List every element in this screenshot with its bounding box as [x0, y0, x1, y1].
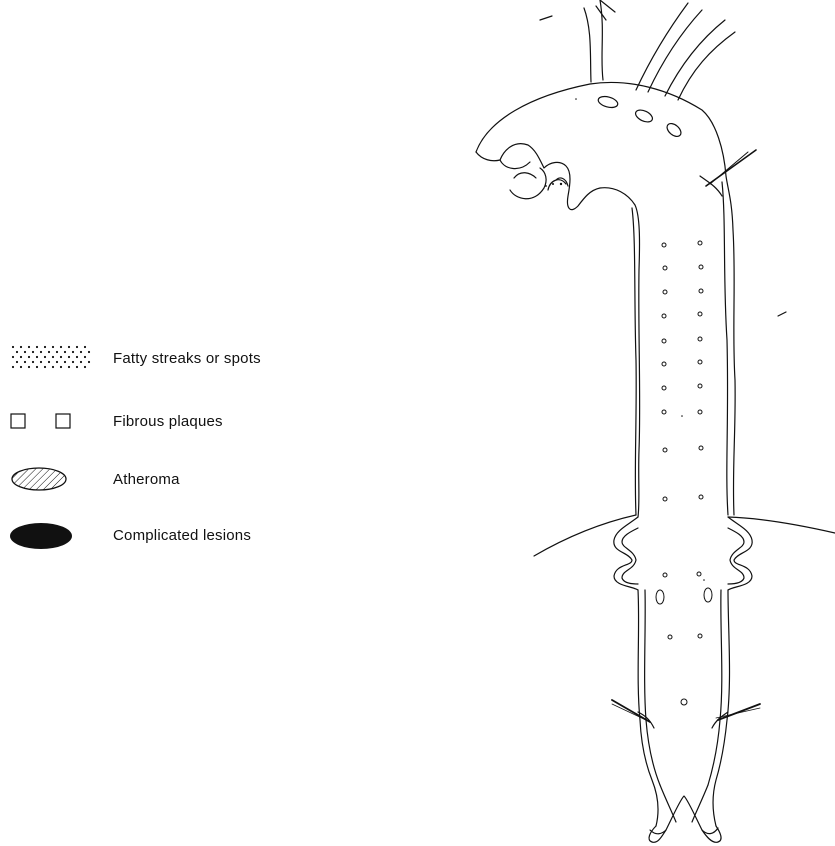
abdominal-wall-right [708, 590, 722, 785]
diaphragm [728, 517, 835, 533]
iliac-bifurcation [692, 785, 708, 822]
ligature [612, 700, 650, 722]
renal-loop-right [728, 517, 752, 590]
branch-vessel [665, 20, 725, 96]
aortic-arch-outer [476, 82, 735, 515]
ostium [665, 121, 684, 139]
ostium [662, 243, 666, 247]
ligature [700, 176, 722, 196]
abdominal-wall-left [638, 590, 658, 826]
ostium [698, 337, 702, 341]
valve-cusp [514, 173, 536, 178]
stipple-pattern-icon [10, 343, 94, 377]
valve-cusp [548, 180, 566, 190]
ostium [663, 497, 667, 501]
legend-label-fibrous-plaques: Fibrous plaques [113, 413, 223, 430]
renal-ostium [704, 588, 712, 602]
branch-vessel [678, 32, 735, 100]
rib-line [540, 16, 552, 20]
hatched-ellipse-icon [10, 466, 74, 492]
ostium [698, 384, 702, 388]
rib-line [778, 312, 786, 316]
ostium [662, 410, 666, 414]
renal-ostium [656, 590, 664, 604]
ostium [663, 290, 667, 294]
ostium [699, 289, 703, 293]
ostium [662, 314, 666, 318]
ostium [662, 386, 666, 390]
ostium [663, 448, 667, 452]
open-square-icon [10, 412, 94, 432]
iliac-bifurcation [660, 785, 676, 822]
aortic-wall-inner-line [632, 208, 636, 515]
diaphragm [534, 515, 636, 556]
aortic-wall-inner-line [722, 182, 728, 515]
ostium [597, 95, 619, 110]
ostium [698, 312, 702, 316]
ligature [718, 704, 760, 720]
legend-label-atheroma: Atheroma [113, 471, 180, 488]
ostium [698, 241, 702, 245]
valve-cusp [510, 168, 546, 199]
renal-loop-left [622, 528, 638, 584]
ostium [699, 446, 703, 450]
legend: Fatty streaks or spots Fibrous plaques A… [0, 0, 340, 846]
valve-cusp [500, 160, 530, 169]
ostium [662, 362, 666, 366]
branch-vessel [636, 3, 688, 90]
ostium [634, 108, 655, 125]
aortic-root [476, 144, 640, 517]
ostium [681, 699, 687, 705]
renal-loop-right [728, 528, 744, 584]
ostium [698, 360, 702, 364]
branch-vessel [584, 8, 591, 82]
ostium [697, 572, 701, 576]
valve-cusp [556, 178, 568, 186]
ostium [662, 339, 666, 343]
aorta-illustration [440, 0, 835, 846]
ostium [699, 265, 703, 269]
ligature [612, 704, 646, 720]
ostium [699, 495, 703, 499]
ostium [663, 573, 667, 577]
branch-vessel [596, 0, 615, 20]
ostium [668, 635, 672, 639]
filled-black-ellipse-icon [10, 521, 76, 551]
legend-label-fatty-streaks: Fatty streaks or spots [113, 350, 261, 367]
legend-label-complicated-lesions: Complicated lesions [113, 527, 251, 544]
renal-loop-left [614, 517, 638, 590]
iliac-bifurcation [649, 796, 721, 842]
ostium [663, 266, 667, 270]
ostium [698, 410, 702, 414]
ligature [710, 152, 748, 184]
ostium [698, 634, 702, 638]
abdominal-wall-left [645, 590, 660, 785]
